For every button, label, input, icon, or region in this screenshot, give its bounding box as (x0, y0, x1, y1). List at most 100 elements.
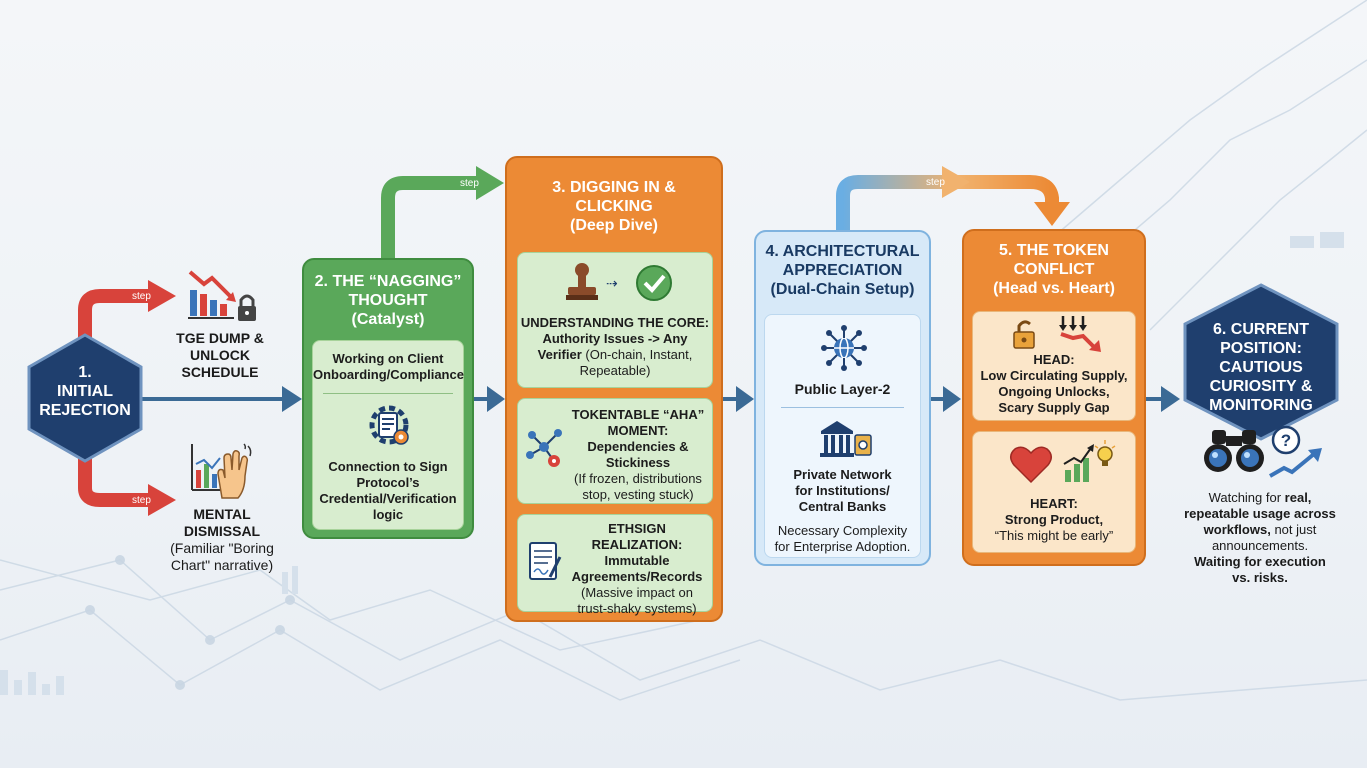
branch-top-line2: UNLOCK (190, 347, 250, 363)
node6-desc3b: not just (1270, 522, 1317, 537)
node1-line1: 1. (78, 364, 92, 381)
branch-bottom-line3: (Familiar "Boring (170, 540, 274, 556)
node6-line1: 6. CURRENT (1212, 321, 1309, 338)
node2-title2: THOUGHT (348, 292, 428, 309)
node6-desc5: Waiting for execution (1194, 554, 1326, 569)
branch-bottom-line1: MENTAL (193, 506, 251, 522)
node4-divider (781, 407, 904, 408)
node-architectural-appreciation: 4. ARCHITECTURAL APPRECIATION (Dual-Chai… (754, 230, 931, 566)
node3-card2-line1: TOKENTABLE “AHA” (571, 407, 705, 422)
main-connector-5-6 (1146, 386, 1180, 412)
node4-note-line2: for Enterprise Adoption. (774, 539, 911, 554)
node3-card1-line1: UNDERSTANDING THE CORE: (520, 315, 710, 330)
node5-head-line4: Scary Supply Gap (998, 400, 1110, 415)
node4-title2: APPRECIATION (782, 262, 903, 279)
node3-title2: CLICKING (575, 198, 653, 215)
node6-line2: POSITION: (1220, 340, 1302, 357)
step-label-green: step (460, 178, 479, 189)
bank-vault-icon (820, 421, 872, 457)
branch-mental-dismissal: MENTAL DISMISSAL (Familiar "Boring Chart… (160, 506, 284, 574)
stamp-to-check-arrow: ⇢ (606, 275, 618, 291)
branch-bottom-line4: Chart" narrative) (170, 557, 274, 573)
step-label-top: step (132, 291, 151, 302)
node5-heart-card: HEART: Strong Product, “This might be ea… (972, 431, 1136, 553)
document-gear-icon (369, 405, 409, 445)
node5-head-line3: Ongoing Unlocks, (998, 384, 1110, 399)
down-arrows-chart-icon (1059, 316, 1101, 352)
node3-card1-line3a: Verifier (537, 347, 582, 362)
growth-chart-bulb-icon (1063, 440, 1116, 482)
node6-line5: MONITORING (1209, 397, 1313, 414)
step-label-blue: step (926, 177, 945, 188)
node2-item2-line1: Connection to Sign (328, 459, 448, 474)
svg-text:?: ? (1281, 431, 1291, 450)
node5-head-card: HEAD: Low Circulating Supply, Ongoing Un… (972, 311, 1136, 421)
node3-card2-line6: stop, vesting stuck) (582, 487, 694, 502)
node3-card1-line2: Authority Issues -> Any (542, 331, 688, 346)
node5-title3: (Head vs. Heart) (993, 280, 1115, 297)
branch-top-line1: TGE DUMP & (176, 330, 264, 346)
node2-item2-line3: Credential/Verification (319, 491, 457, 506)
check-circle-icon (636, 265, 672, 301)
red-step-arrow-top (78, 280, 176, 348)
step-label-bottom: step (132, 495, 151, 506)
padlock-open-icon (1013, 320, 1035, 349)
hexagon-shape (27, 333, 143, 463)
hexagon-shape (1183, 283, 1339, 441)
node3-card3-line4: (Massive impact on (581, 585, 693, 600)
branch-bottom-line2: DISMISSAL (183, 523, 261, 539)
node-current-position: 6. CURRENT POSITION: CAUTIOUS CURIOSITY … (1181, 282, 1341, 442)
node3-card2-line3: Dependencies & (587, 439, 689, 454)
node2-title3: (Catalyst) (351, 311, 425, 328)
node2-divider (323, 393, 453, 394)
node1-line3: REJECTION (39, 402, 131, 419)
node4-private-line1: Private Network (793, 467, 892, 482)
red-step-arrow-bottom (78, 452, 176, 516)
waving-hand-chart-icon (191, 443, 252, 499)
node6-desc1b: real, (1284, 490, 1312, 505)
main-connector-4-5 (931, 386, 961, 412)
binoculars-icon (1204, 430, 1264, 472)
heart-icon (1010, 446, 1052, 484)
node3-card3-line2: Immutable (604, 553, 670, 568)
node3-card2-line2: MOMENT: (607, 423, 669, 438)
node3-card-ethsign: ETHSIGN REALIZATION: Immutable Agreement… (517, 514, 713, 616)
node3-card1-line3b: (On-chain, Instant, (581, 347, 693, 362)
node2-item2-line2: Protocol’s (356, 475, 420, 490)
node4-public-layer: Public Layer-2 (794, 381, 891, 397)
branch-top-line3: SCHEDULE (181, 364, 259, 380)
node6-desc1a: Watching for (1208, 490, 1285, 505)
node5-heart-line2: Strong Product, (1004, 512, 1104, 527)
node3-card1-line4: Repeatable) (579, 363, 651, 378)
node3-card3-line3: Agreements/Records (571, 569, 703, 584)
node3-card3-line1: ETHSIGN REALIZATION: (591, 521, 683, 552)
node2-title1: 2. THE “NAGGING” (314, 273, 462, 290)
node5-head-line1: HEAD: (1033, 352, 1075, 367)
node-initial-rejection: 1. INITIAL REJECTION (26, 333, 144, 463)
node6-desc6: vs. risks. (1232, 570, 1288, 585)
node1-line2: INITIAL (57, 383, 113, 400)
network-nodes-icon (526, 429, 562, 467)
node6-description: Watching for real, repeatable usage acro… (1180, 490, 1340, 586)
blue-orange-step-arrow (836, 166, 1070, 232)
node6-line4: CURIOSITY & (1209, 378, 1313, 395)
node2-item1-line2: Onboarding/Compliance (313, 367, 464, 382)
falling-chart-lock-icon (188, 270, 256, 321)
node-digging-in: 3. DIGGING IN & CLICKING (Deep Dive) ⇢ U… (505, 156, 723, 622)
node3-card-understanding-core: ⇢ UNDERSTANDING THE CORE: Authority Issu… (517, 252, 713, 388)
question-trend-icon: ? (1269, 425, 1322, 478)
stamp-icon (566, 263, 598, 300)
node4-private-line3: Central Banks (798, 499, 887, 514)
globe-network-icon (821, 325, 867, 371)
main-connector-2-3 (474, 386, 505, 412)
node3-card2-line4: Stickiness (605, 455, 671, 470)
node5-heart-line1: HEART: (1030, 496, 1078, 511)
branch-tge-dump: TGE DUMP & UNLOCK SCHEDULE (160, 330, 280, 381)
node5-title2: CONFLICT (1013, 261, 1095, 278)
node2-item1-line1: Working on Client (332, 351, 444, 366)
node4-content-panel: Public Layer-2 Private Network for Insti… (764, 314, 921, 558)
node6-line3: CAUTIOUS (1219, 359, 1303, 376)
node4-title1: 4. ARCHITECTURAL (765, 243, 920, 260)
